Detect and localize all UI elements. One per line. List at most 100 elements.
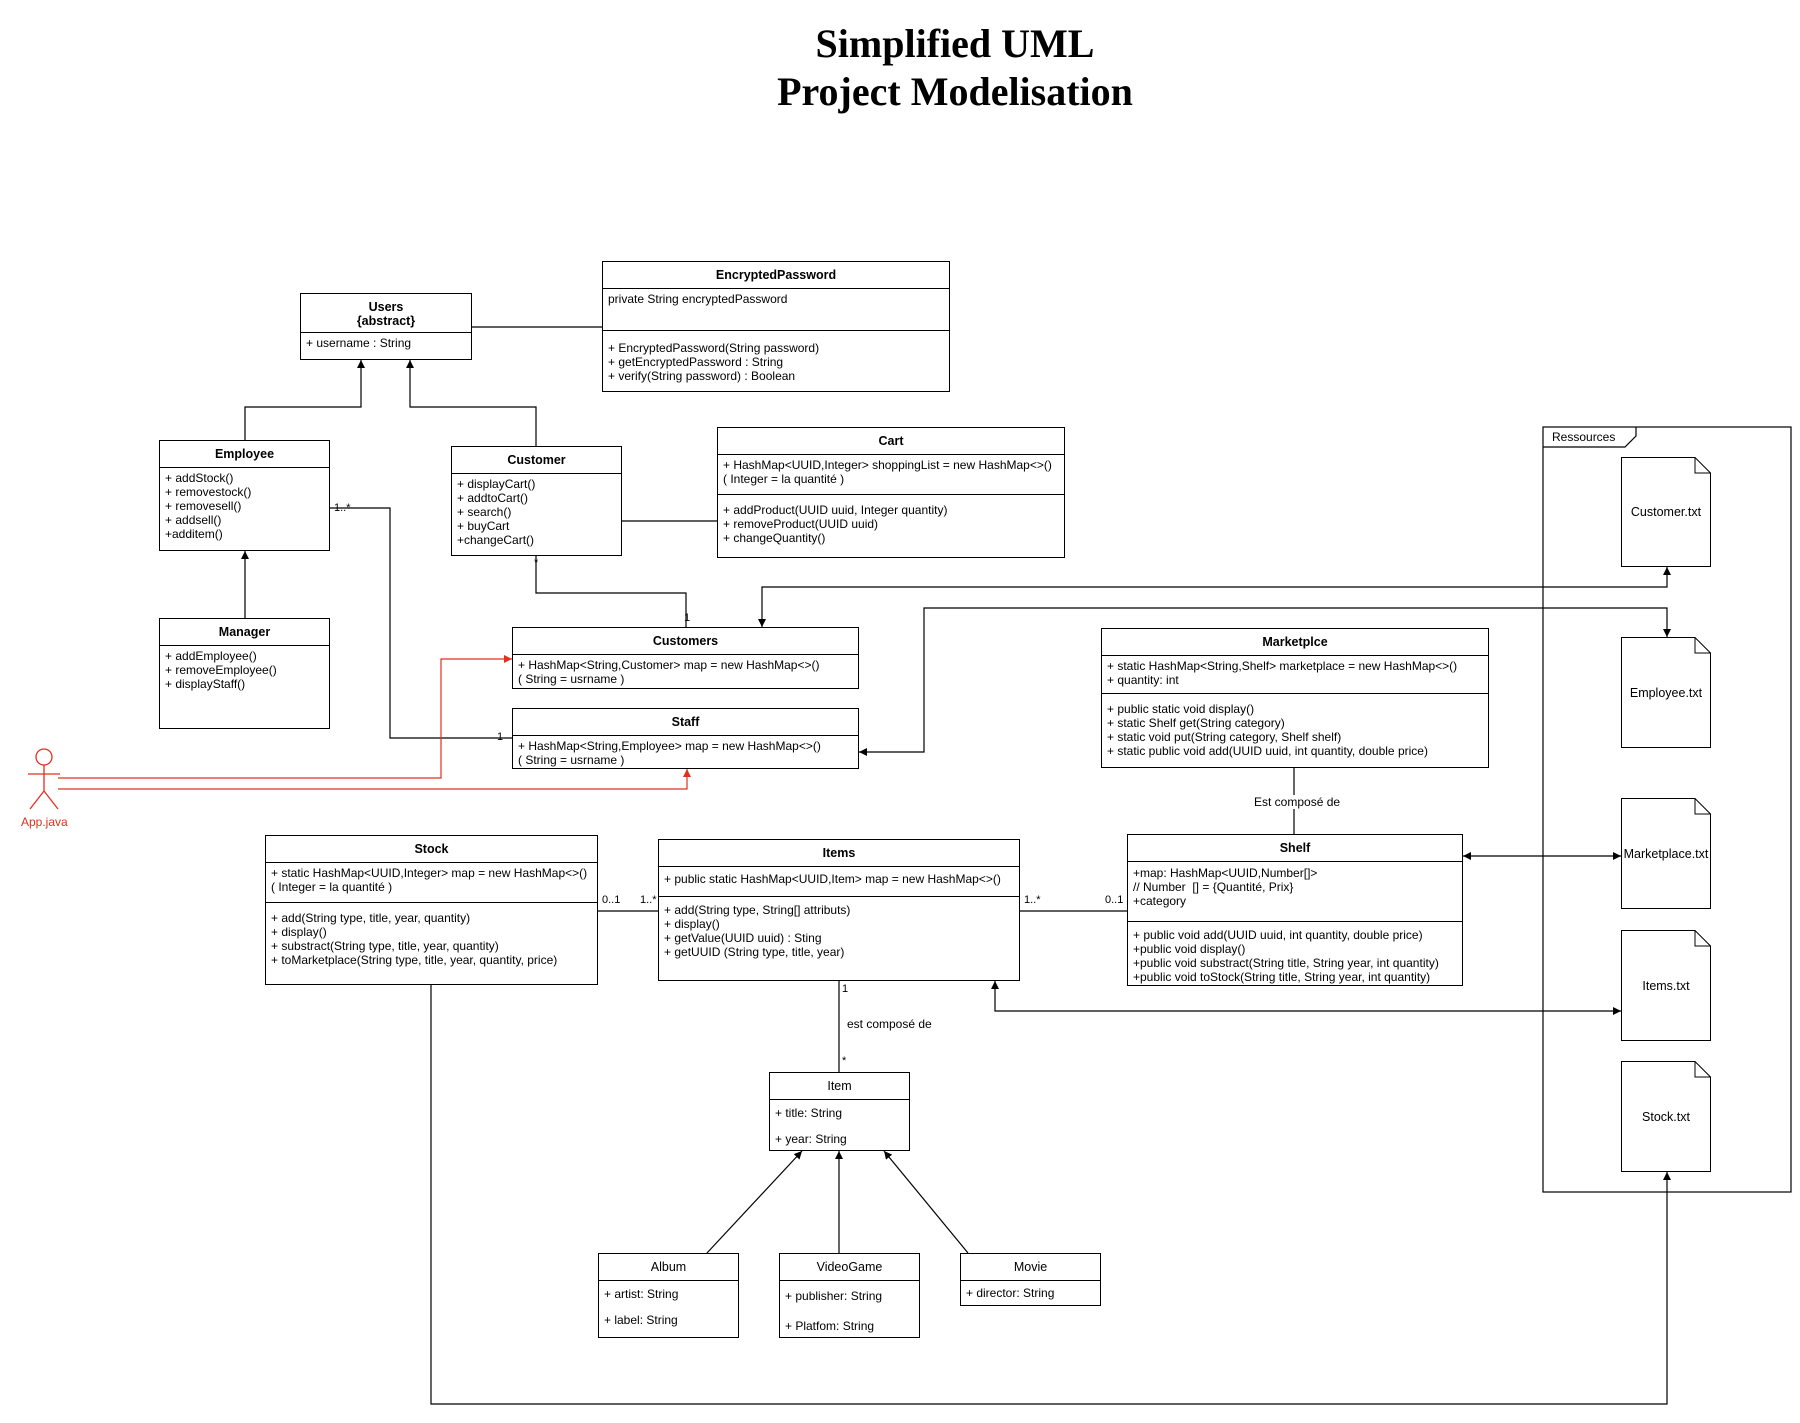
file-items-txt[interactable]: Items.txt [1621,930,1711,1041]
link-stock-stocktxt [430,985,1671,1405]
class-items-attribute: + public static HashMap<UUID,Item> map =… [664,872,1001,886]
class-cart-name: Cart [878,434,904,448]
ressources-package-frame [1542,426,1792,1193]
class-marketplace-name: Marketplce [1262,635,1328,649]
class-users-attribute: + username : String [306,336,412,350]
class-encryptedpassword-name: EncryptedPassword [715,268,837,282]
class-stock-method: + toMarketplace(String type, title, year… [271,953,558,967]
note-est-compose-de-items: est composé de [847,1017,932,1031]
note-est-compose-de-marketplace: Est composé de [1252,795,1343,809]
multiplicity-customer-customers: * [534,557,539,569]
class-customer[interactable]: Customer + displayCart() + addtoCart() +… [451,446,622,556]
file-employee-txt[interactable]: Employee.txt [1621,637,1711,748]
class-album-attribute: + artist: String [604,1287,679,1301]
link-app-staff [58,769,691,790]
app-java-actor-icon [28,748,60,810]
class-staff-name: Staff [671,715,700,729]
document-icon [1621,798,1711,909]
class-stock[interactable]: Stock + static HashMap<UUID,Integer> map… [265,835,598,985]
app-java-actor-label: App.java [21,815,68,829]
class-items-method: + display() [664,917,720,931]
class-videogame-attribute: + Platfom: String [785,1319,875,1333]
class-manager[interactable]: Manager + addEmployee() + removeEmployee… [159,618,330,729]
class-item[interactable]: Item + title: String + year: String [769,1072,910,1151]
class-marketplace[interactable]: Marketplce + static HashMap<String,Shelf… [1101,628,1489,768]
class-manager-method: + displayStaff() [165,677,246,691]
class-items-method: + add(String type, String[] attributs) [664,903,851,917]
class-marketplace-attribute: + quantity: int [1107,673,1179,687]
file-marketplace-txt-label: Marketplace.txt [1623,846,1709,861]
class-cart-method: + changeQuantity() [723,531,826,545]
class-album-attribute: + label: String [604,1313,678,1327]
class-marketplace-attribute: + static HashMap<String,Shelf> marketpla… [1107,659,1458,673]
class-marketplace-method: + static public void add(UUID uuid, int … [1107,744,1428,758]
class-movie[interactable]: Movie + director: String [960,1253,1101,1306]
class-customer-method: + displayCart() [457,477,536,491]
file-stock-txt[interactable]: Stock.txt [1621,1061,1711,1172]
class-shelf-method: +public void substract(String title, Str… [1133,956,1439,970]
class-shelf-method: + public void add(UUID uuid, int quantit… [1133,928,1423,942]
class-stock-name: Stock [414,842,449,856]
class-manager-method: + removeEmployee() [165,663,277,677]
class-shelf[interactable]: Shelf +map: HashMap<UUID,Number[]> // Nu… [1127,834,1463,986]
class-employee[interactable]: Employee + addStock() + removestock() + … [159,440,330,551]
multiplicity-staff-employee: 1 [497,731,504,743]
multiplicity-items-item: 1 [842,983,849,995]
class-staff-attribute: ( String = usrname ) [518,753,625,767]
class-employee-method: + removesell() [165,499,242,513]
document-icon [1621,930,1711,1041]
class-employee-method: + addStock() [165,471,234,485]
class-staff[interactable]: Staff + HashMap<String,Employee> map = n… [512,708,859,769]
class-users-name: Users [368,300,404,314]
multiplicity-stock-items: 0..1 [602,894,621,906]
document-icon [1621,1061,1711,1172]
class-cart-attribute: ( Integer = la quantité ) [723,472,845,486]
class-manager-method: + addEmployee() [165,649,257,663]
class-encryptedpassword-method: + EncryptedPassword(String password) [608,341,820,355]
class-customers-name: Customers [652,634,719,648]
class-stock-attribute: ( Integer = la quantité ) [271,880,393,894]
class-marketplace-method: + public static void display() [1107,702,1255,716]
class-customer-method: + buyCart [457,519,510,533]
class-shelf-name: Shelf [1279,841,1311,855]
class-encryptedpassword-attribute: private String encryptedPassword [608,292,788,306]
class-shelf-method: +public void toStock(String title, Strin… [1133,970,1431,984]
file-items-txt-label: Items.txt [1642,978,1690,993]
class-videogame[interactable]: VideoGame + publisher: String + Platfom:… [779,1253,920,1338]
class-cart-method: + removeProduct(UUID uuid) [723,517,879,531]
class-staff-attribute: + HashMap<String,Employee> map = new Has… [518,739,821,753]
class-album[interactable]: Album + artist: String + label: String [598,1253,739,1338]
diagram-title-line-1: Simplified UML [815,21,1095,66]
file-customer-txt-label: Customer.txt [1630,505,1702,519]
link-customer-customers [535,556,687,627]
class-stock-method: + substract(String type, title, year, qu… [271,939,499,953]
class-shelf-method: +public void display() [1133,942,1246,956]
multiplicity-shelf-items: 0..1 [1105,894,1124,906]
class-items[interactable]: Items + public static HashMap<UUID,Item>… [658,839,1020,981]
link-customers-customertxt [758,567,1671,627]
class-encryptedpassword[interactable]: EncryptedPassword private String encrypt… [602,261,950,392]
class-customers[interactable]: Customers + HashMap<String,Customer> map… [512,627,859,689]
class-album-name: Album [650,1260,687,1274]
class-shelf-attribute: // Number [] = {Quantité, Prix} [1133,880,1294,894]
class-users[interactable]: Users {abstract} + username : String [300,293,472,360]
file-customer-txt[interactable]: Customer.txt [1621,457,1711,567]
file-stock-txt-label: Stock.txt [1642,1109,1690,1124]
class-item-attribute: + title: String [775,1106,843,1120]
generalization-movie-item [883,1150,969,1254]
generalization-employee-users [244,360,365,440]
class-customers-attribute: + HashMap<String,Customer> map = new Has… [518,658,820,672]
class-customer-method: +changeCart() [457,533,535,547]
class-manager-name: Manager [218,625,271,639]
class-marketplace-method: + static void put(String category, Shelf… [1107,730,1342,744]
class-users-stereotype: {abstract} [356,314,416,328]
class-cart[interactable]: Cart + HashMap<UUID,Integer> shoppingLis… [717,427,1065,558]
class-videogame-name: VideoGame [816,1260,883,1274]
class-cart-attribute: + HashMap<UUID,Integer> shoppingList = n… [723,458,1052,472]
file-marketplace-txt[interactable]: Marketplace.txt [1621,798,1711,909]
class-encryptedpassword-method: + verify(String password) : Boolean [608,369,796,383]
file-employee-txt-label: Employee.txt [1629,685,1703,700]
diagram-title-line-2: Project Modelisation [777,69,1133,114]
class-stock-method: + display() [271,925,327,939]
class-stock-attribute: + static HashMap<UUID,Integer> map = new… [271,866,588,880]
